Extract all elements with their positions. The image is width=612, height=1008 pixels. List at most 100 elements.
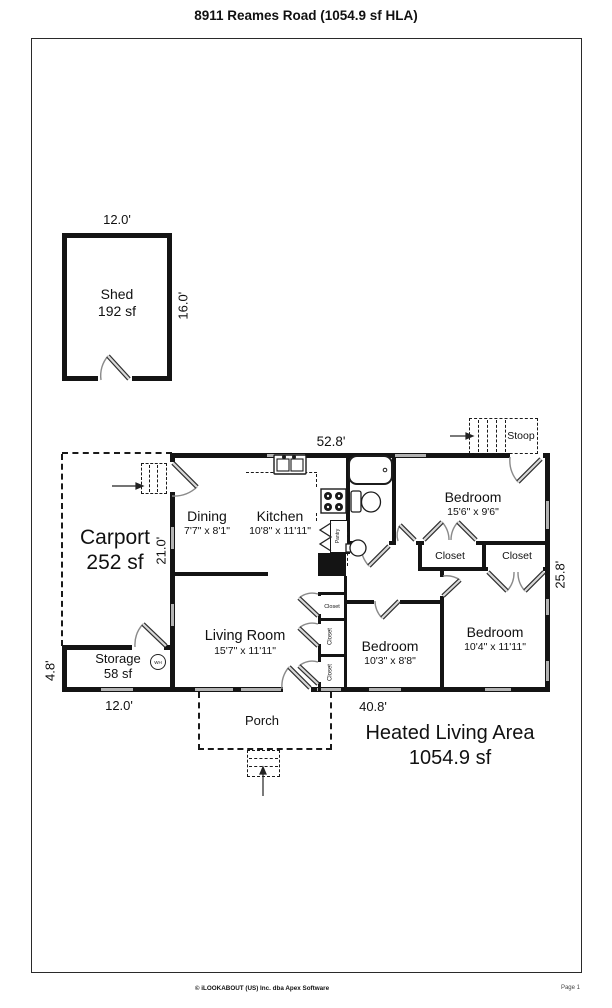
bedroom-mid-label: Bedroom 10'3" x 8'8" bbox=[350, 638, 430, 667]
window bbox=[170, 526, 175, 550]
porch-steps bbox=[247, 750, 280, 777]
storage-height-dim: 4.8' bbox=[42, 660, 58, 681]
kitchen-label: Kitchen 10'8" x 11'11" bbox=[240, 508, 320, 537]
bedroom-size: 10'3" x 8'8" bbox=[364, 654, 416, 667]
shed-width-dim: 12.0' bbox=[103, 212, 131, 227]
bedroom-name: Bedroom bbox=[466, 624, 524, 640]
step-line bbox=[149, 465, 150, 492]
window bbox=[170, 603, 175, 627]
dining-name: Dining bbox=[187, 508, 227, 524]
window bbox=[240, 687, 282, 692]
carport-dashed-top bbox=[62, 452, 172, 454]
storage-width-dim: 12.0' bbox=[105, 698, 133, 713]
hla-title: Heated Living Area bbox=[365, 722, 535, 744]
house-right-dim: 25.8' bbox=[552, 560, 568, 589]
window bbox=[316, 687, 342, 692]
carport-name: Carport bbox=[79, 526, 151, 549]
wall-segment bbox=[440, 571, 444, 577]
shed-door-opening bbox=[98, 376, 132, 381]
heated-living-area: Heated Living Area 1054.9 sf bbox=[330, 721, 570, 771]
counter-dashed bbox=[246, 472, 317, 473]
wall-kitchen-bath bbox=[346, 458, 350, 554]
window bbox=[100, 687, 134, 692]
step-line bbox=[487, 420, 488, 452]
stoop-label: Stoop bbox=[507, 430, 535, 442]
bedroom-right-label: Bedroom 10'4" x 11'11" bbox=[455, 624, 535, 653]
closet-stack-divider bbox=[318, 618, 347, 621]
closet-label: Closet bbox=[502, 550, 532, 562]
hla-area: 1054.9 sf bbox=[408, 747, 492, 769]
wall-dining-living bbox=[174, 572, 268, 576]
water-heater: WH bbox=[150, 654, 166, 670]
window bbox=[394, 453, 427, 458]
vanity-dashed bbox=[347, 532, 348, 566]
dining-label: Dining 7'7" x 8'1" bbox=[167, 508, 247, 537]
window bbox=[545, 500, 550, 530]
house-width-dim: 52.8' bbox=[316, 434, 346, 449]
shed-area: 192 sf bbox=[97, 302, 137, 319]
kitchen-name: Kitchen bbox=[256, 508, 304, 524]
carport-label: Carport 252 sf bbox=[55, 526, 175, 576]
closet-row-bottom bbox=[418, 567, 488, 571]
wall-segment bbox=[416, 541, 424, 545]
storage-wall-left bbox=[62, 645, 67, 692]
page-title: 8911 Reames Road (1054.9 sf HLA) bbox=[194, 8, 418, 23]
wall-right bbox=[545, 453, 550, 692]
closet-label: Closet bbox=[435, 550, 465, 562]
living-size: 15'7" x 11'11" bbox=[214, 645, 276, 658]
closet-label: Closet bbox=[324, 604, 340, 610]
front-door-opening bbox=[283, 687, 311, 692]
wall-left bbox=[170, 453, 175, 692]
wall-segment bbox=[389, 541, 396, 545]
dining-size: 7'7" x 8'1" bbox=[184, 524, 230, 537]
living-room-label: Living Room 15'7" x 11'11" bbox=[185, 628, 305, 657]
closet-stack-top bbox=[318, 592, 347, 595]
closet-row-left-wall bbox=[418, 545, 422, 567]
step-line bbox=[249, 758, 278, 759]
closet-row-bottom bbox=[543, 567, 550, 571]
counter-dashed bbox=[316, 513, 317, 521]
carport-dashed-left bbox=[61, 454, 63, 646]
wall-hall-bedroom bbox=[346, 600, 374, 604]
closet-label: Closet bbox=[327, 664, 334, 682]
bedroom-top-label: Bedroom 15'6" x 9'6" bbox=[433, 489, 513, 518]
window bbox=[484, 687, 512, 692]
side-steps bbox=[141, 463, 167, 494]
window bbox=[545, 598, 550, 616]
kitchen-size: 10'8" x 11'11" bbox=[249, 524, 311, 537]
side-door-opening bbox=[170, 462, 175, 492]
stoop-door-opening bbox=[510, 453, 543, 458]
counter-dashed bbox=[316, 474, 317, 487]
house-bottom-dim: 40.8' bbox=[359, 699, 387, 714]
footer-copyright: © iLOOKABOUT (US) Inc. dba Apex Software bbox=[194, 985, 330, 992]
storage-wall-top bbox=[62, 645, 175, 650]
bedroom-size: 15'6" x 9'6" bbox=[447, 505, 499, 518]
storage-door-opening bbox=[132, 645, 164, 650]
step-line bbox=[157, 465, 158, 492]
shed-name: Shed bbox=[100, 286, 134, 302]
storage-label: Storage 58 sf bbox=[78, 651, 158, 682]
shed-height-dim: 16.0' bbox=[175, 291, 191, 320]
closet-stack-divider bbox=[318, 654, 347, 657]
window bbox=[545, 660, 550, 682]
window bbox=[194, 687, 234, 692]
pantry-label: Pantry bbox=[335, 528, 342, 544]
window bbox=[266, 453, 306, 458]
wall-segment bbox=[476, 541, 550, 545]
porch-dashed-left bbox=[198, 692, 200, 750]
bedroom-size: 10'4" x 11'11" bbox=[464, 640, 526, 653]
porch-dashed-right bbox=[330, 692, 332, 750]
closet-row-divider bbox=[482, 545, 486, 567]
step-line bbox=[496, 420, 497, 452]
porch-label: Porch bbox=[245, 713, 279, 728]
closet-door-opening bbox=[318, 624, 321, 644]
footer-page-number: Page 1 bbox=[560, 985, 580, 991]
living-name: Living Room bbox=[204, 628, 286, 644]
wall-bath-bedroom bbox=[392, 458, 396, 545]
window bbox=[368, 687, 402, 692]
step-line bbox=[249, 766, 278, 767]
bedroom-name: Bedroom bbox=[361, 638, 419, 654]
closet-door-opening bbox=[318, 662, 321, 682]
wall-bedrooms-divider bbox=[440, 596, 444, 692]
